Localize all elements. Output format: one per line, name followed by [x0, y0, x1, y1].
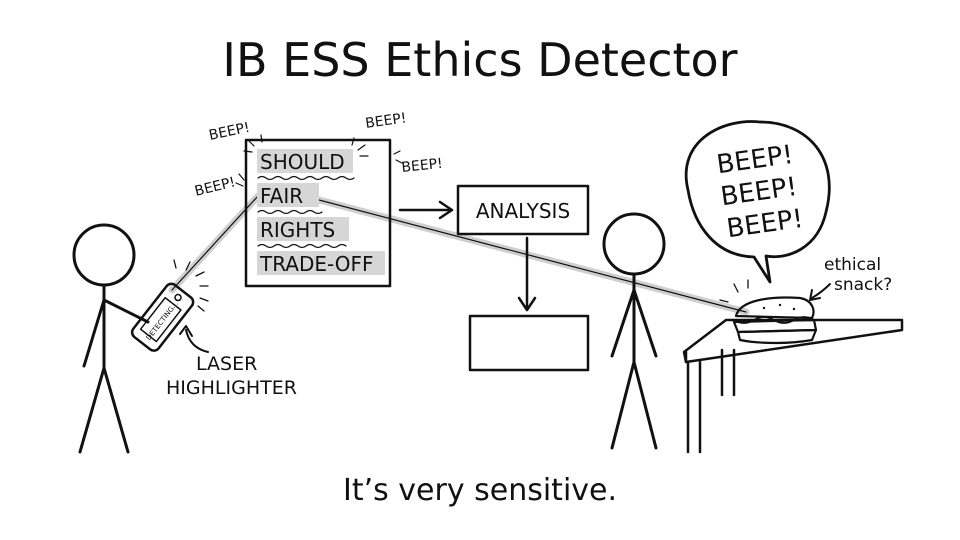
speech-bubble: BEEP! BEEP! BEEP!: [684, 120, 831, 284]
paper-sheet: SHOULD FAIR RIGHTS TRADE-OFF: [244, 138, 392, 288]
squiggle-underline: [257, 175, 355, 181]
laser-beams: [168, 191, 750, 316]
sandwich: [732, 296, 818, 345]
word-trade-off: TRADE-OFF: [259, 252, 374, 276]
device-buzz-ticks: [197, 297, 209, 312]
sandwich-glow-ticks: [719, 279, 749, 303]
word-fair: FAIR: [260, 184, 303, 208]
beep-text: BEEP!: [193, 174, 237, 200]
beep-text: BEEP!: [364, 110, 407, 132]
comic-caption: It’s very sensitive.: [343, 473, 617, 508]
squiggle-underline: [257, 209, 323, 215]
snack-note-line2: snack?: [834, 275, 892, 295]
right-stick-figure: [602, 212, 666, 450]
arrow-to-output: [517, 236, 537, 312]
empty-output-box: [468, 314, 590, 372]
squiggle-underline: [257, 243, 347, 249]
analysis-label: ANALYSIS: [476, 199, 570, 223]
laser-label-line2: HIGHLIGHTER: [166, 377, 297, 399]
analysis-box: ANALYSIS: [456, 184, 590, 236]
arrow-to-analysis: [398, 200, 454, 220]
word-rights: RIGHTS: [260, 218, 335, 242]
device-glow-ticks: [173, 259, 209, 287]
snack-note-line1: ethical: [824, 255, 881, 275]
beep-text: BEEP!: [401, 156, 444, 176]
ethical-snack-note: ethical snack?: [809, 255, 892, 301]
laser-highlighter-label: LASER HIGHLIGHTER: [166, 325, 297, 399]
table: [682, 318, 904, 454]
comic-title: IB ESS Ethics Detector: [222, 33, 737, 87]
word-should: SHOULD: [260, 150, 345, 174]
laser-label-line1: LASER: [196, 353, 257, 375]
beep-text: BEEP!: [208, 120, 252, 144]
